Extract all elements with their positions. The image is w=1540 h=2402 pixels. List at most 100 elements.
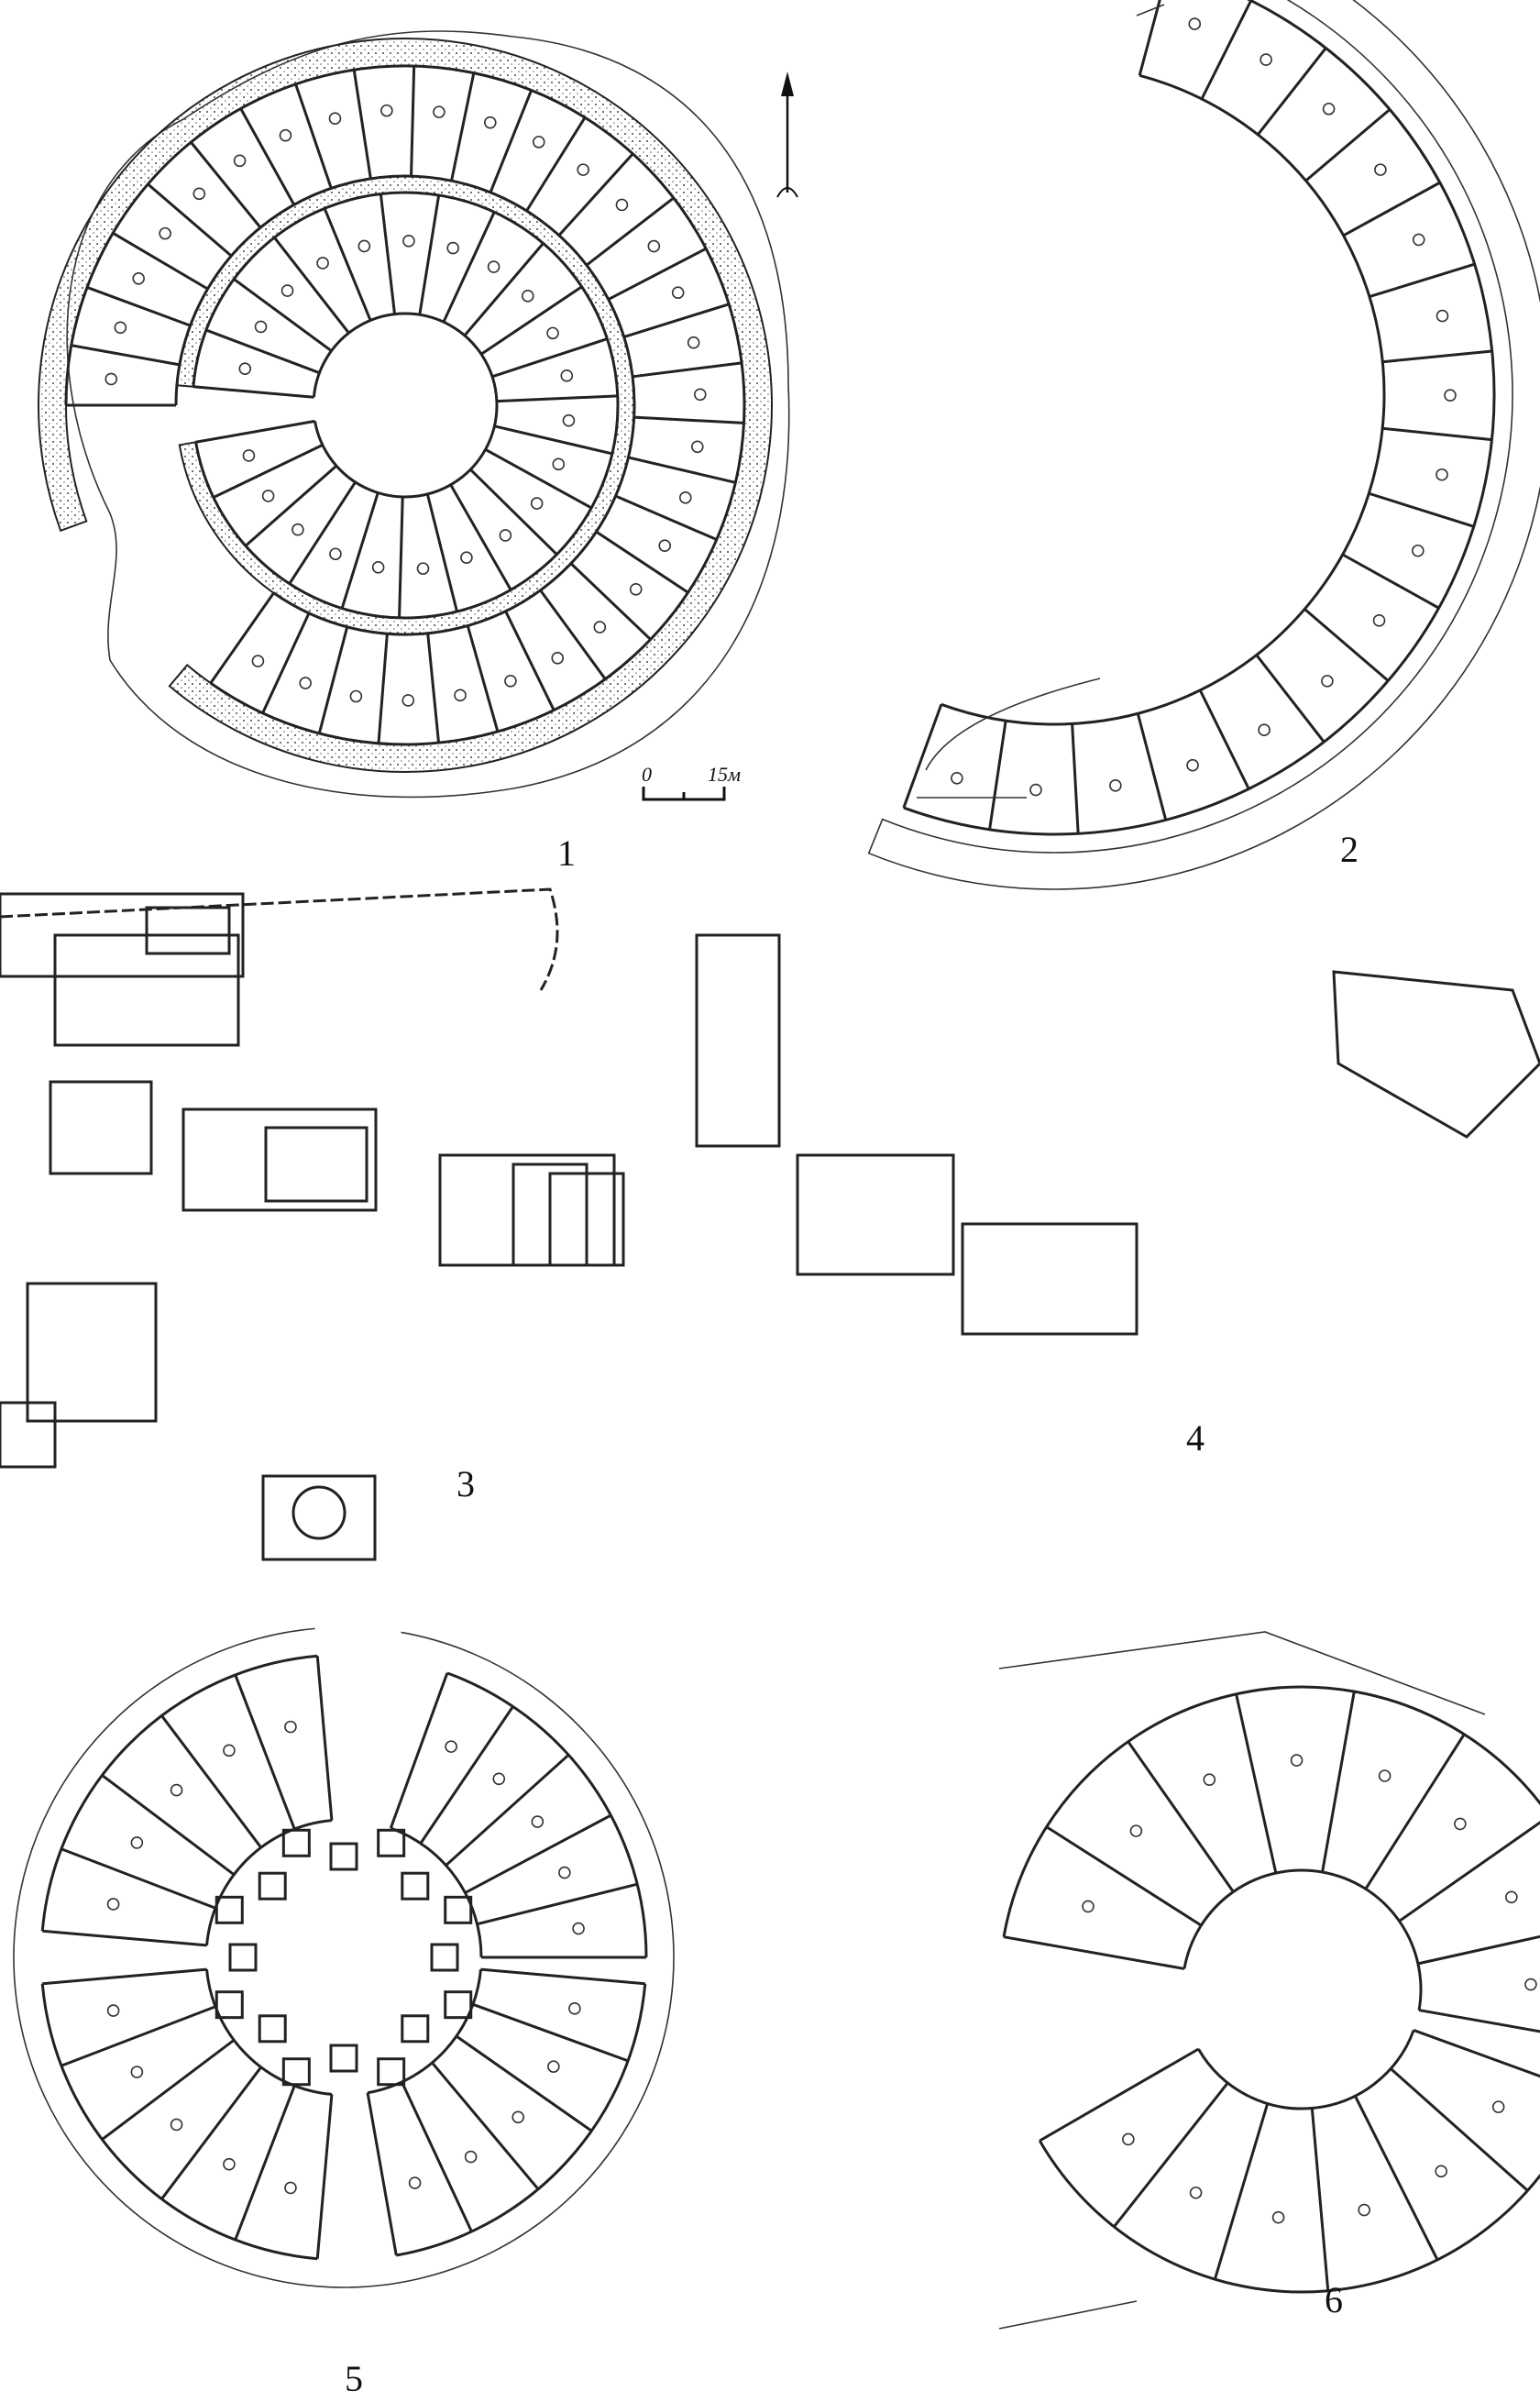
storage-bin [258, 1871, 287, 1901]
scale-bar: 0 15м [642, 763, 741, 801]
pit [647, 239, 661, 253]
room-partition-wall [410, 66, 416, 177]
outer-enclosure [867, 0, 1540, 890]
storage-bin [281, 1828, 311, 1857]
pit [1029, 783, 1042, 797]
wall-fragment [1332, 970, 1540, 1139]
plan-6 [998, 1631, 1540, 2330]
pit [1378, 1769, 1392, 1782]
pit [279, 128, 292, 142]
round-structure [292, 1485, 346, 1540]
storage-bin [258, 2014, 287, 2044]
room-partition-wall [445, 1754, 570, 1867]
pit [159, 226, 171, 240]
room-partition-wall [42, 1967, 207, 1986]
pit [1082, 1900, 1094, 1913]
room-partition-wall [484, 447, 592, 510]
building-room [0, 892, 245, 978]
room-partition-wall [352, 69, 372, 180]
storage-bin [444, 1990, 473, 2020]
room-partition-wall [190, 141, 262, 229]
room-partition-wall [464, 1813, 612, 1894]
room-partition-wall [160, 2066, 262, 2200]
pit [532, 136, 545, 149]
plan-3 [0, 887, 625, 1561]
pit [329, 547, 342, 561]
pit [1260, 53, 1272, 66]
pit [284, 1720, 297, 1734]
pit [629, 583, 643, 596]
room-partition-wall [60, 2005, 216, 2067]
room-partition-wall [1198, 689, 1250, 790]
pit [1412, 233, 1425, 247]
plan-4-label: 4 [1186, 1417, 1204, 1459]
pit [568, 2002, 581, 2015]
storage-bin [401, 1871, 430, 1901]
storage-bin [329, 2044, 358, 2073]
pit [504, 674, 517, 688]
outer-enclosure [13, 1627, 675, 2288]
building-room [182, 1107, 378, 1212]
pit [1122, 2132, 1135, 2146]
scale-end-label: 15м [708, 763, 741, 786]
room-partition-wall [1354, 2095, 1439, 2261]
room-partition-wall [209, 591, 275, 684]
pit [615, 198, 629, 212]
room-partition-wall [273, 237, 350, 335]
storage-bin [401, 2014, 430, 2044]
room-partition-wall [294, 83, 333, 189]
pit [1290, 1754, 1304, 1767]
inner-wall [1182, 1868, 1423, 2011]
inner-wall [205, 1968, 333, 2096]
room-partition-wall [398, 496, 404, 618]
pit [454, 689, 467, 702]
pit [593, 621, 607, 634]
pit [106, 2004, 120, 2017]
room-partition-wall [1071, 723, 1080, 834]
pit [104, 372, 118, 386]
room-partition-wall [1304, 608, 1390, 682]
pit [328, 112, 342, 126]
pit [445, 1740, 457, 1753]
room-partition-wall [633, 415, 744, 424]
storage-bin [377, 1828, 406, 1857]
room-partition-wall [379, 193, 397, 314]
pit [402, 694, 415, 707]
room-partition-wall [1390, 2067, 1529, 2192]
room-partition-wall [525, 116, 587, 212]
pit [358, 239, 371, 253]
pit [1189, 2186, 1203, 2199]
room-partition-wall [1381, 426, 1492, 442]
pit [530, 497, 544, 510]
room-partition-wall [623, 303, 730, 338]
pit [492, 1772, 506, 1786]
room-partition-wall [463, 242, 544, 336]
pit [1454, 1817, 1467, 1831]
room-partition-wall [1321, 1691, 1356, 1873]
outer-wall [1038, 2140, 1540, 2294]
building-room [26, 1282, 158, 1423]
building-room [548, 1172, 625, 1267]
room-partition-wall [205, 328, 320, 375]
plan-5-label: 5 [345, 2358, 363, 2399]
room-partition-wall [234, 1674, 296, 1830]
room-partition-wall [60, 1847, 216, 1910]
room-partition-wall [71, 344, 181, 367]
room-partition-wall [988, 720, 1007, 831]
pit [446, 241, 459, 255]
room-partition-wall [489, 89, 533, 193]
room-partition-wall [1235, 1693, 1278, 1874]
storage-bin [329, 1842, 358, 1871]
pit [558, 1866, 571, 1879]
pit [1358, 2203, 1371, 2217]
inner-wall [367, 1968, 482, 2095]
room-partition-wall [1213, 2103, 1270, 2280]
room-partition-wall [628, 456, 736, 484]
pit [402, 235, 415, 248]
pit [1129, 1824, 1143, 1837]
room-partition-wall [442, 211, 496, 323]
pit [1505, 1890, 1518, 1904]
pit [1109, 778, 1122, 792]
pit [951, 771, 963, 785]
storage-bin [214, 1990, 244, 2020]
